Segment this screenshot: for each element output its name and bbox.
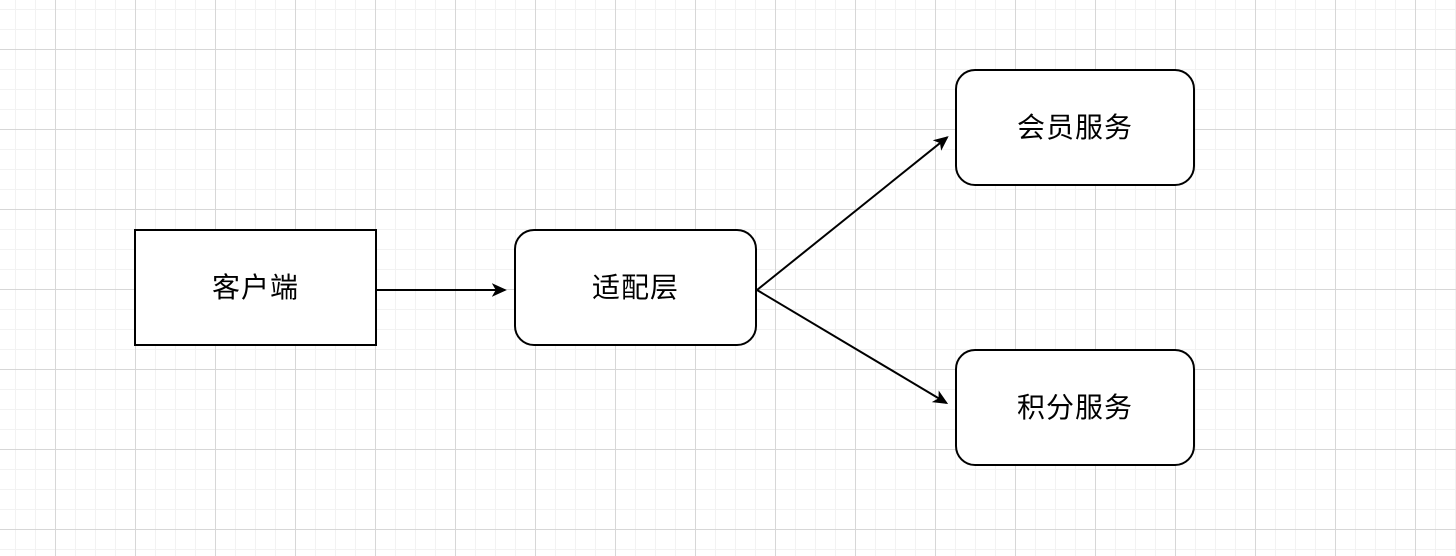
edge-adapter-to-member-service [756, 136, 949, 291]
edge-adapter-to-points-service [756, 289, 949, 404]
node-client-label: 客户端 [211, 271, 299, 303]
node-adapter[interactable]: 适配层 [514, 229, 757, 346]
node-points-service-label: 积分服务 [1016, 391, 1133, 423]
node-member-service-label: 会员服务 [1016, 111, 1133, 143]
node-adapter-label: 适配层 [591, 271, 679, 303]
node-member-service[interactable]: 会员服务 [955, 69, 1195, 186]
node-client[interactable]: 客户端 [134, 229, 377, 346]
node-points-service[interactable]: 积分服务 [955, 349, 1195, 466]
